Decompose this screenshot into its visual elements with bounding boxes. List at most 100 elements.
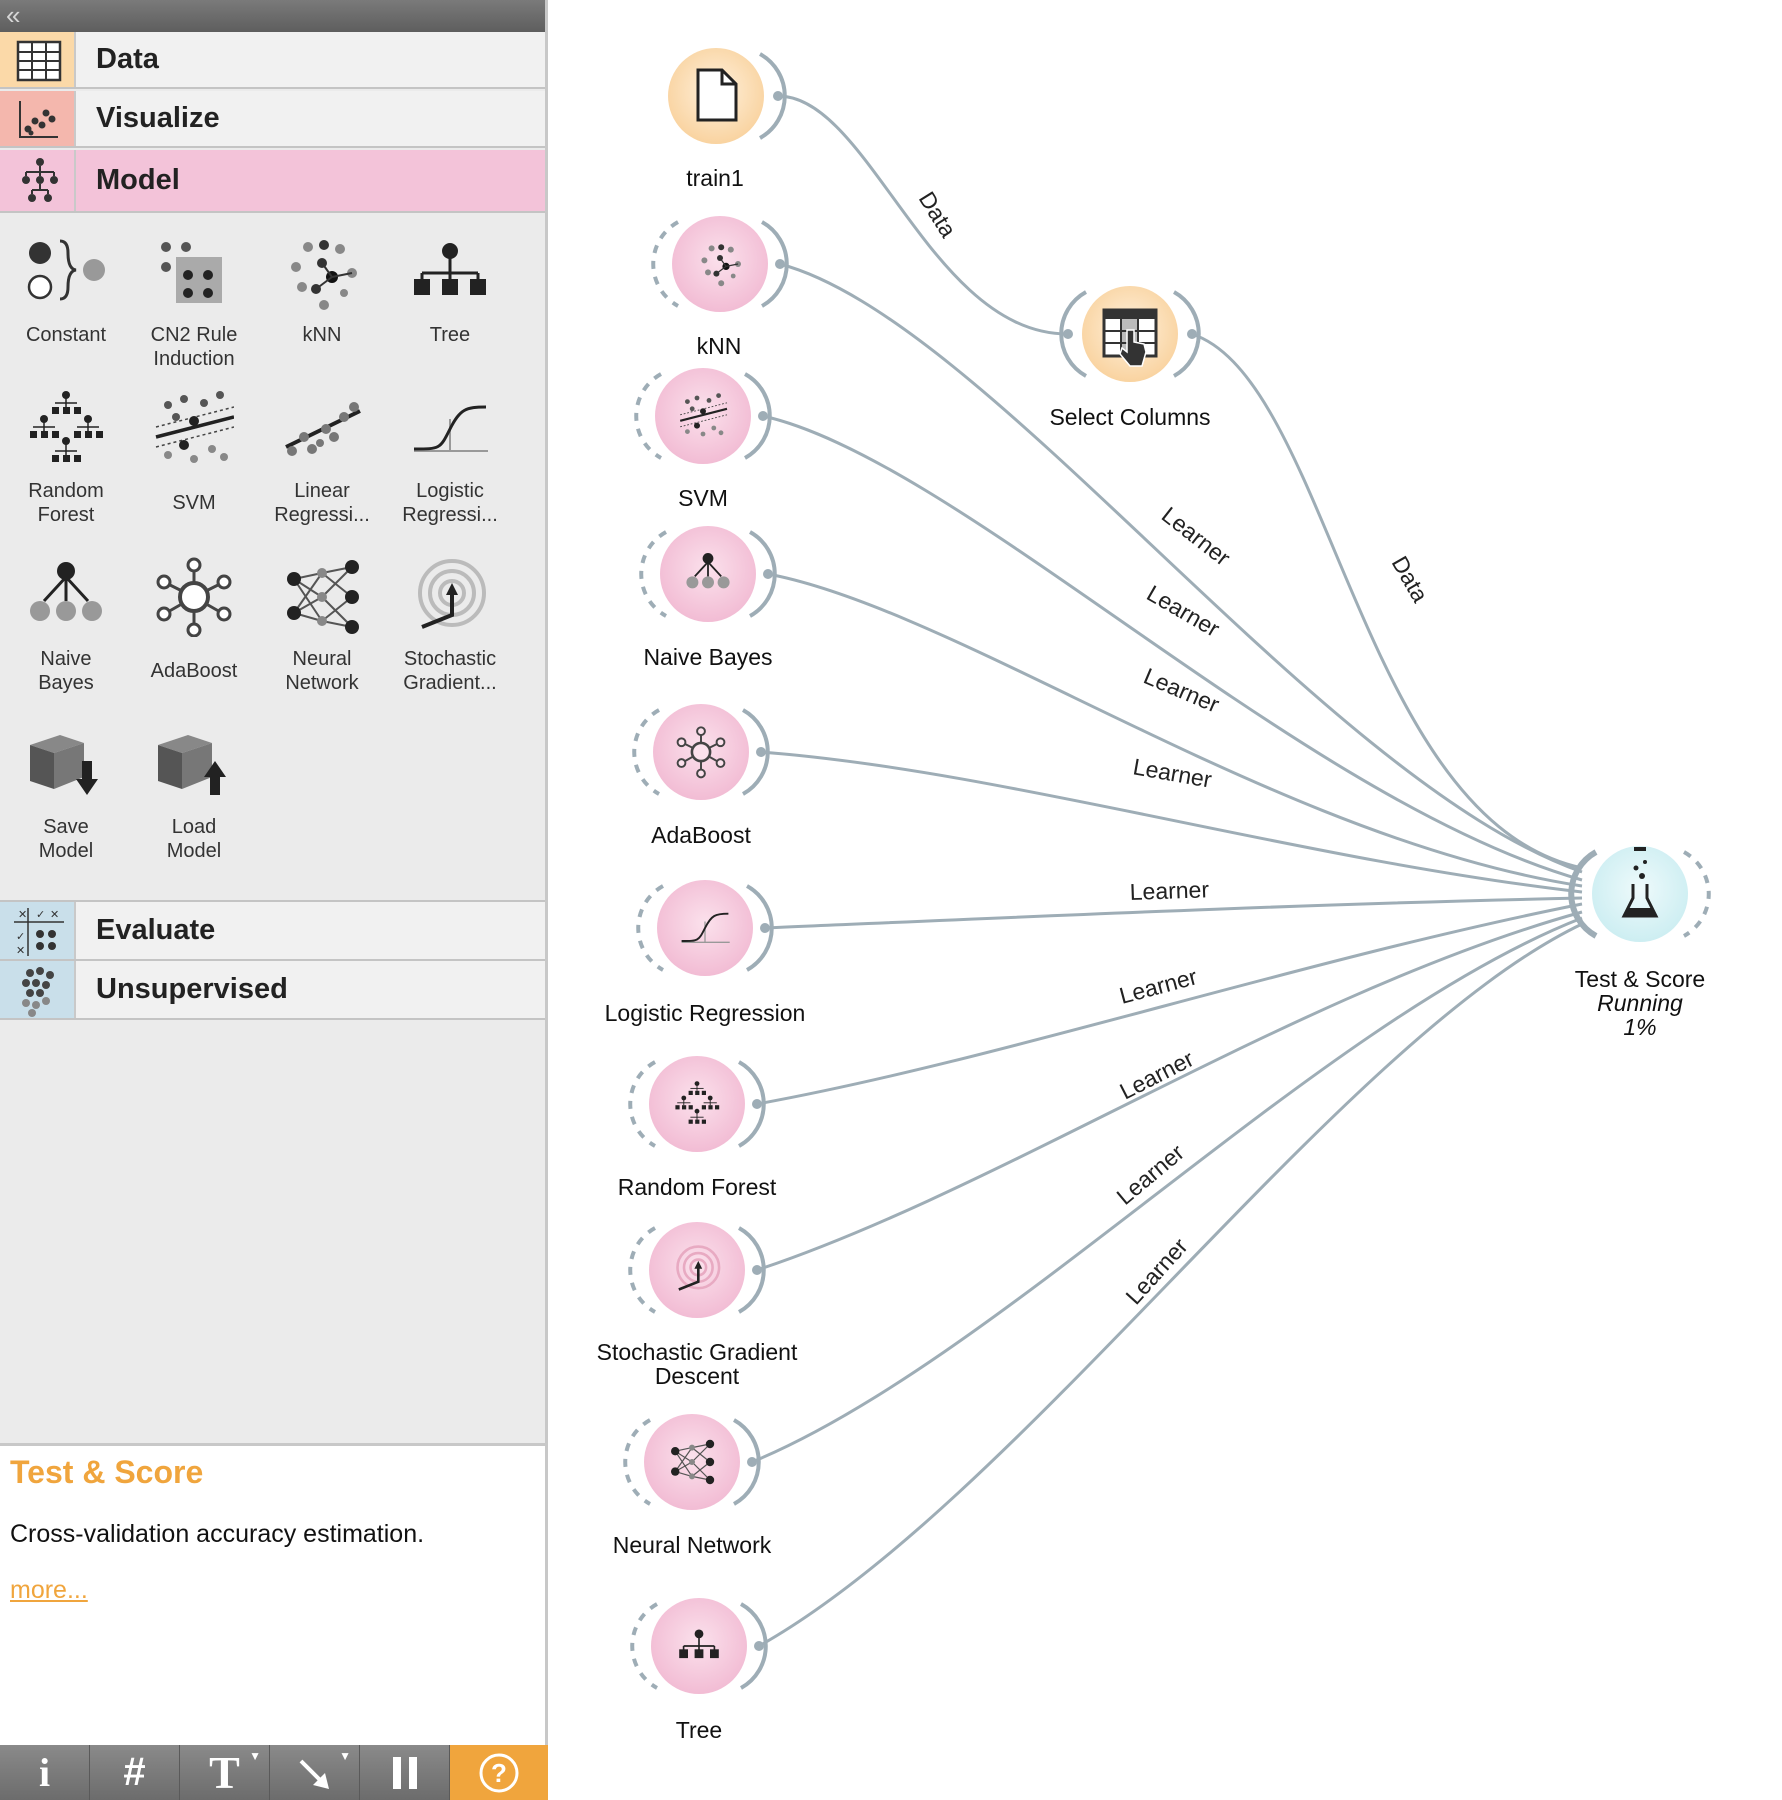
category-label: Model bbox=[96, 164, 180, 196]
node-svm[interactable] bbox=[634, 368, 772, 464]
node-naive-bayes[interactable] bbox=[639, 526, 777, 622]
unsupervised-category-icon bbox=[0, 961, 76, 1018]
collapse-icon[interactable]: « bbox=[6, 0, 21, 30]
node-test-and-score[interactable] bbox=[1568, 846, 1711, 942]
svm-icon bbox=[155, 391, 234, 463]
link-adaboost-testscore[interactable] bbox=[760, 750, 1583, 894]
file-icon bbox=[696, 68, 738, 122]
help-icon: ? bbox=[479, 1753, 519, 1792]
node-tree[interactable] bbox=[630, 1598, 768, 1694]
node-select-columns[interactable] bbox=[1059, 286, 1201, 382]
svg-text:✕: ✕ bbox=[18, 908, 27, 921]
svm-icon bbox=[679, 393, 728, 437]
arrow-annotation-button[interactable]: ▼ bbox=[270, 1745, 360, 1800]
node-label-tree: Tree bbox=[675, 1717, 723, 1743]
category-data[interactable]: Data bbox=[0, 32, 545, 89]
widget-constant[interactable]: Constant bbox=[2, 223, 130, 383]
link-naivebayes-testscore[interactable] bbox=[767, 572, 1583, 888]
node-label-knn: kNN bbox=[696, 333, 742, 359]
knn-icon bbox=[701, 244, 741, 287]
node-label-logistic-regression: Logistic Regression bbox=[604, 1000, 806, 1026]
node-title: Test & Score bbox=[1574, 966, 1706, 992]
widget-stochastic-gradient[interactable]: Stochastic Gradient... bbox=[386, 547, 514, 707]
data-category-icon bbox=[0, 32, 76, 87]
cn2-rule-icon bbox=[161, 242, 222, 303]
link-sgd-testscore[interactable] bbox=[756, 910, 1583, 1272]
arrow-icon bbox=[299, 1759, 329, 1789]
help-button[interactable]: ? bbox=[450, 1745, 548, 1800]
node-label-sgd-line2: Descent bbox=[654, 1363, 740, 1389]
node-knn[interactable] bbox=[651, 216, 789, 312]
category-label: Unsupervised bbox=[96, 973, 288, 1005]
category-unsupervised[interactable]: Unsupervised bbox=[0, 961, 545, 1020]
linear-regression-icon bbox=[285, 402, 361, 456]
node-label-sgd-line1: Stochastic Gradient bbox=[596, 1339, 798, 1365]
link-logistic-testscore[interactable] bbox=[764, 896, 1583, 930]
node-neural-network[interactable] bbox=[623, 1414, 761, 1510]
node-stochastic-gradient-descent[interactable] bbox=[628, 1222, 766, 1318]
widget-svm[interactable]: SVM bbox=[130, 379, 258, 539]
widget-label: Stochastic Gradient... bbox=[403, 648, 497, 694]
widget-naive-bayes[interactable]: Naive Bayes bbox=[2, 547, 130, 707]
widget-tree[interactable]: Tree bbox=[386, 223, 514, 383]
link-train1-selectcolumns[interactable] bbox=[777, 94, 1069, 336]
link-selectcolumns-testscore[interactable] bbox=[1191, 332, 1583, 870]
help-title: Test & Score bbox=[10, 1454, 204, 1490]
node-label-test-and-score: Test & Score Running 1% bbox=[1575, 967, 1705, 1039]
text-annotation-button[interactable]: T▼ bbox=[180, 1745, 270, 1800]
node-adaboost[interactable] bbox=[632, 704, 770, 800]
node-label-adaboost: AdaBoost bbox=[651, 822, 751, 848]
widget-save-model[interactable]: Save Model bbox=[2, 715, 130, 875]
dropdown-arrow-icon: ▼ bbox=[249, 1749, 261, 1763]
node-label-select-columns: Select Columns bbox=[1049, 404, 1211, 430]
workflow-canvas[interactable]: Data Data Learner Learner Learner Learne… bbox=[551, 0, 1782, 1800]
node-label-neural-network: Neural Network bbox=[612, 1532, 772, 1558]
link-knn-testscore[interactable] bbox=[779, 262, 1583, 874]
widget-label: Linear Regressi... bbox=[274, 480, 370, 526]
widget-load-model[interactable]: Load Model bbox=[130, 715, 258, 875]
tree-icon bbox=[679, 1629, 719, 1659]
widget-adaboost[interactable]: AdaBoost bbox=[130, 547, 258, 707]
node-label-random-forest: Random Forest bbox=[617, 1174, 777, 1200]
progress-indicator bbox=[1634, 847, 1646, 851]
widget-neural-network[interactable]: Neural Network bbox=[258, 547, 386, 707]
category-evaluate[interactable]: ✕✓✕✓✕ Evaluate bbox=[0, 902, 545, 961]
grid-button[interactable]: # bbox=[90, 1745, 180, 1800]
category-model[interactable]: Model bbox=[0, 150, 545, 213]
pause-button[interactable] bbox=[360, 1745, 450, 1800]
flask-icon bbox=[1621, 860, 1659, 918]
node-train1[interactable] bbox=[668, 48, 787, 144]
help-more-link[interactable]: more... bbox=[10, 1576, 88, 1604]
widget-knn[interactable]: kNN bbox=[258, 223, 386, 383]
link-randomforest-testscore[interactable] bbox=[756, 902, 1583, 1106]
bottom-toolbar: i # T▼ ▼ ? bbox=[0, 1745, 548, 1800]
info-button[interactable]: i bbox=[0, 1745, 90, 1800]
link-tree-testscore[interactable] bbox=[758, 922, 1583, 1648]
text-icon: T bbox=[209, 1747, 240, 1798]
widget-random-forest[interactable]: Random Forest bbox=[2, 379, 130, 539]
node-random-forest[interactable] bbox=[628, 1056, 766, 1152]
select-columns-icon bbox=[1102, 308, 1158, 367]
widget-label: Logistic Regressi... bbox=[402, 480, 498, 526]
widget-label: SVM bbox=[172, 492, 216, 514]
widget-toolbox: « Data Visualize Model Constant CN2 Rule… bbox=[0, 0, 548, 1800]
category-visualize[interactable]: Visualize bbox=[0, 91, 545, 148]
svg-text:✓: ✓ bbox=[16, 930, 25, 943]
category-label: Visualize bbox=[96, 102, 220, 134]
logistic-regression-icon bbox=[681, 912, 730, 943]
link-svm-testscore[interactable] bbox=[762, 414, 1583, 882]
widget-logistic-regression[interactable]: Logistic Regressi... bbox=[386, 379, 514, 539]
widget-cn2-rule-induction[interactable]: CN2 Rule Induction bbox=[130, 223, 258, 383]
sgd-icon bbox=[418, 559, 486, 629]
link-neuralnetwork-testscore[interactable] bbox=[751, 916, 1583, 1464]
widget-linear-regression[interactable]: Linear Regressi... bbox=[258, 379, 386, 539]
workflow-svg: Data Data Learner Learner Learner Learne… bbox=[623, 48, 1711, 1694]
node-logistic-regression[interactable] bbox=[636, 880, 774, 976]
random-forest-icon bbox=[30, 391, 103, 462]
widget-label: kNN bbox=[302, 324, 342, 346]
adaboost-icon bbox=[676, 726, 726, 779]
widget-label: Load Model bbox=[166, 816, 222, 862]
model-category-icon bbox=[0, 150, 76, 211]
category-label: Data bbox=[96, 43, 159, 75]
visualize-category-icon bbox=[0, 91, 76, 146]
